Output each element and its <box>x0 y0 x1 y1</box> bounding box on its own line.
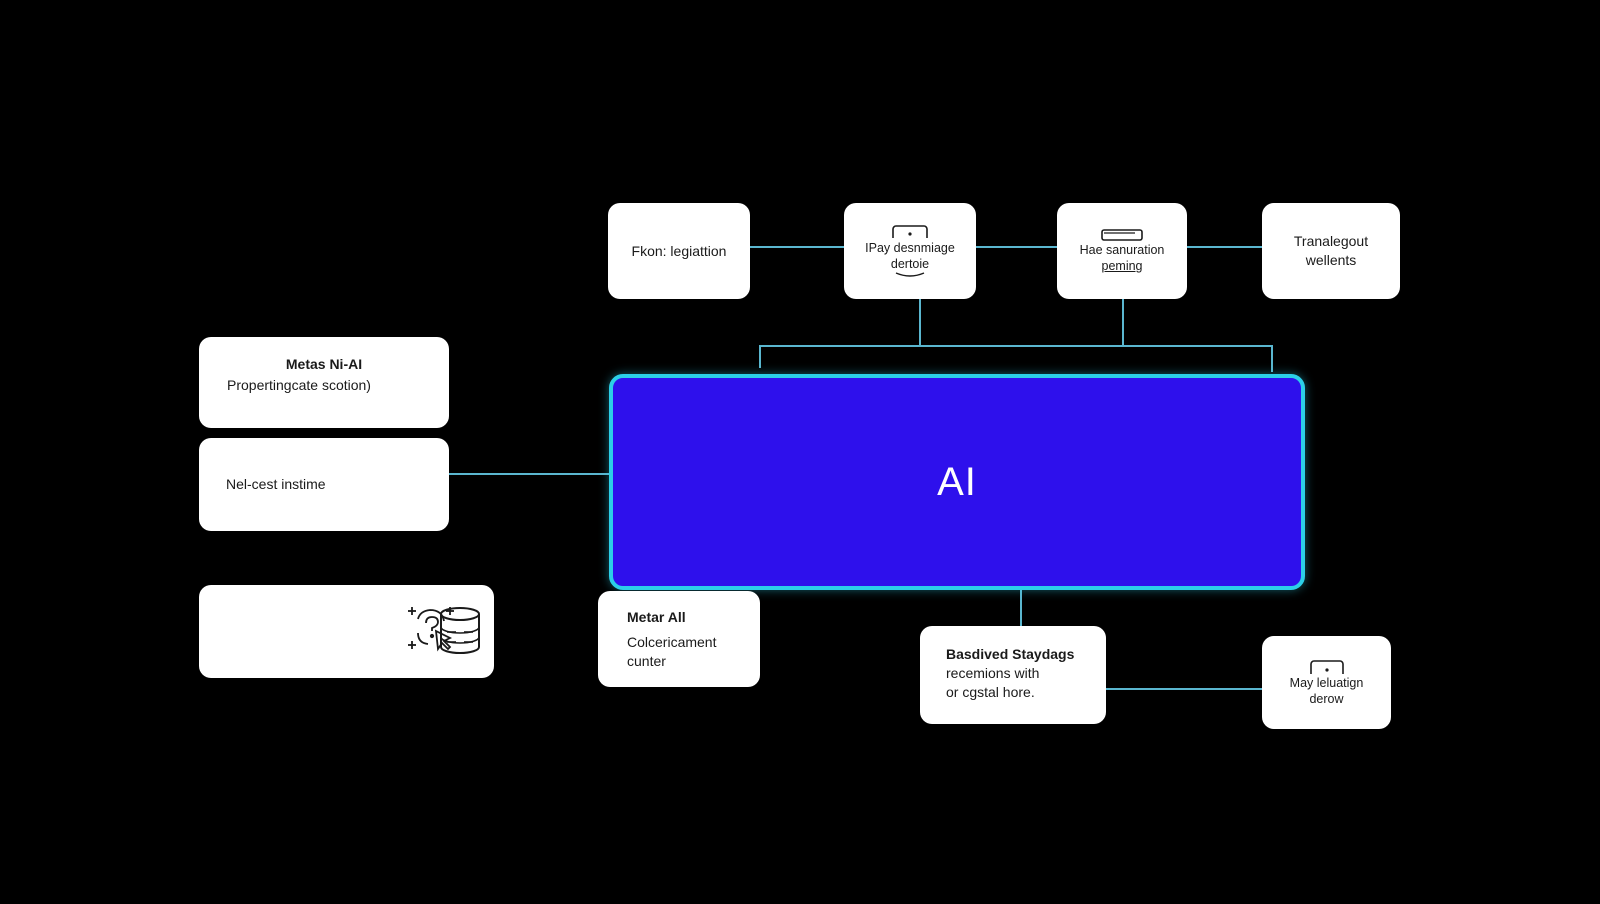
node-label-line2: dertoie <box>890 257 930 271</box>
underline-arc-icon <box>895 272 925 277</box>
node-label-line1: May leluatign <box>1289 675 1364 690</box>
node-tranalegout: Tranalegout wellents <box>1262 203 1400 299</box>
node-subtitle: Propertingcate scotion) <box>227 377 371 393</box>
node-label-line1: Colcericament <box>627 634 717 650</box>
node-title: Metas Ni-AI <box>285 356 363 372</box>
question-cursor-glyph <box>408 607 454 652</box>
node-label-line2: or cgstal hore. <box>946 684 1035 700</box>
node-label-line2: wellents <box>1305 252 1357 268</box>
node-label-line1: Tranalegout <box>1293 233 1369 249</box>
node-label-line1: Hae sanuration <box>1079 243 1165 257</box>
node-label: Nel-cest instime <box>226 476 326 492</box>
display-icon <box>892 225 928 238</box>
node-hae-sanuration: Hae sanuration peming <box>1057 203 1187 299</box>
node-fkon-legiattion: Fkon: legiattion <box>608 203 750 299</box>
node-label-line2: peming <box>1101 259 1143 273</box>
node-label-line2: cunter <box>627 653 666 669</box>
node-label: Fkon: legiattion <box>631 242 727 259</box>
window-icon <box>1101 229 1143 241</box>
ai-hub: AI <box>609 374 1305 590</box>
node-title: Basdived Staydags <box>946 646 1075 662</box>
node-may-leluatign: May leluatign derow <box>1262 636 1391 729</box>
node-label-line1: recemions with <box>946 665 1040 681</box>
node-label-line2: derow <box>1309 691 1344 706</box>
node-nel-cest-instime: Nel-cest instime <box>199 438 449 531</box>
node-basdived-staydags: Basdived Staydags recemions with or cgst… <box>920 626 1106 724</box>
node-metas-ni-ai: Metas Ni-AI Propertingcate scotion) <box>199 337 449 428</box>
node-ipay-desnmiage: IPay desnmiage dertoie <box>844 203 976 299</box>
ai-hub-label: AI <box>937 459 977 504</box>
node-title: Metar All <box>627 609 686 625</box>
node-label-line1: IPay desnmiage <box>865 241 955 255</box>
node-metar-all: Metar All Colcericament cunter <box>598 591 760 687</box>
node-icon-pair <box>199 585 494 678</box>
connector-hub-bracket <box>759 345 1273 372</box>
monitor-icon <box>1309 659 1344 674</box>
